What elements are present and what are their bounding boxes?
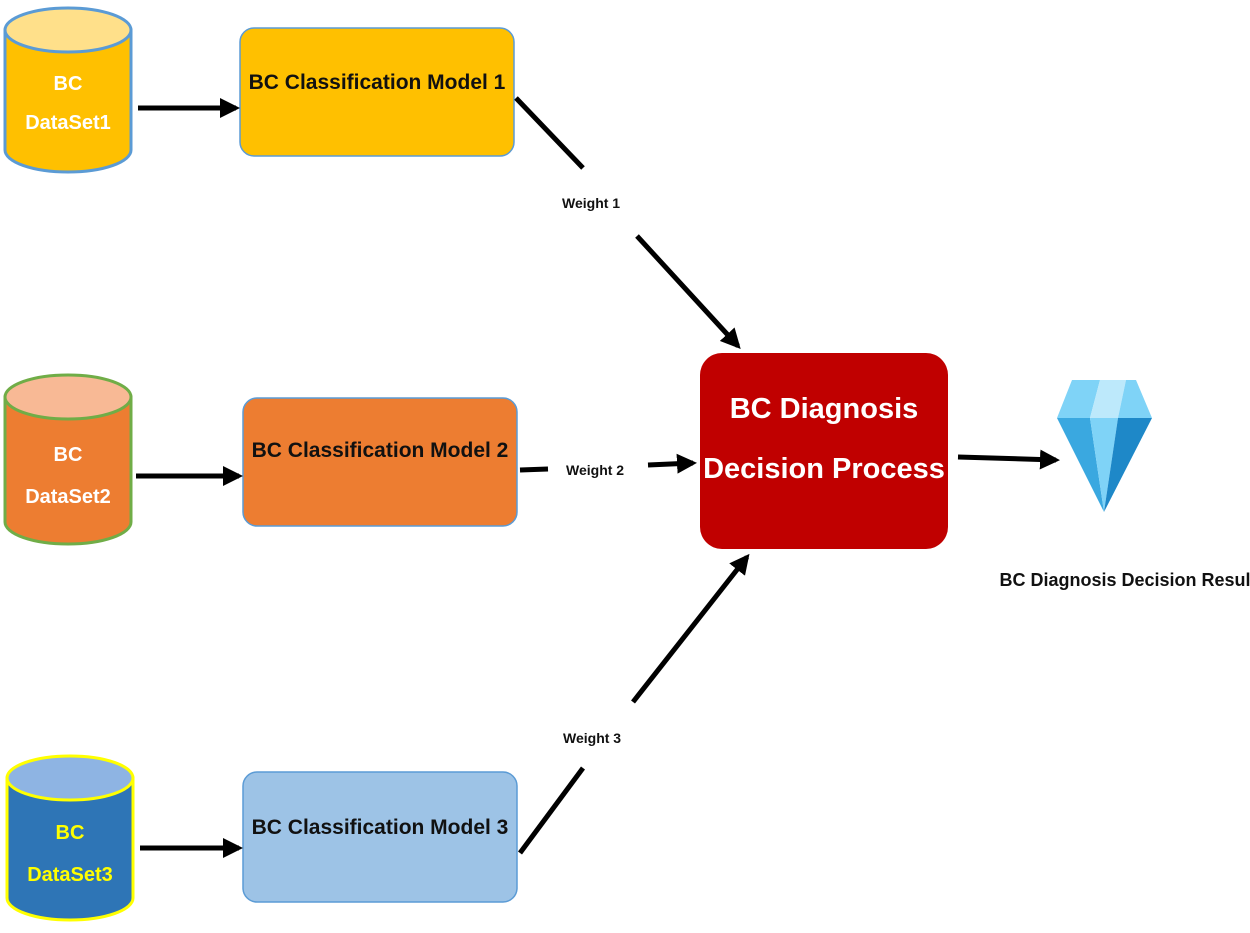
model-3-box: BC Classification Model 3	[242, 771, 518, 903]
arrow-model1-segment	[514, 96, 585, 170]
dataset-3-label-line2: DataSet3	[27, 864, 113, 886]
dataset-2-cylinder: BC DataSet2	[3, 373, 133, 546]
result-label: BC Diagnosis Decision Result	[999, 570, 1250, 590]
model-2-box: BC Classification Model 2	[242, 397, 518, 527]
weight-3-label: Weight 3	[563, 730, 621, 746]
model-1-box: BC Classification Model 1	[239, 27, 515, 157]
model-2-label: BC Classification Model 2	[252, 439, 509, 462]
weight-1-label: Weight 1	[562, 195, 620, 211]
dataset-3-cylinder: BC DataSet3	[5, 754, 135, 922]
decision-label-line1: BC Diagnosis	[730, 393, 919, 425]
dataset-1-label-line1: BC	[54, 73, 83, 95]
arrow-model3-segment	[517, 766, 586, 855]
weight-2-label: Weight 2	[566, 462, 624, 478]
decision-label-line2: Decision Process	[703, 453, 945, 485]
arrow-decision-to-result	[957, 449, 1060, 470]
dataset-2-label-line1: BC	[54, 444, 83, 466]
dataset-3-label-line1: BC	[56, 822, 85, 844]
dataset-1-label-line2: DataSet1	[25, 112, 111, 134]
decision-process-box: BC Diagnosis Decision Process	[700, 353, 948, 549]
arrow-model3-to-decision	[631, 553, 750, 704]
diamond-icon	[1057, 380, 1152, 512]
model-3-label: BC Classification Model 3	[252, 816, 509, 839]
dataset-1-cylinder: BC DataSet1	[3, 6, 133, 174]
arrow-model2-to-decision	[647, 453, 697, 474]
model-1-label: BC Classification Model 1	[249, 71, 506, 94]
arrow-model1-to-decision	[635, 234, 741, 349]
dataset-2-label-line2: DataSet2	[25, 486, 111, 508]
arrow-model2-segment	[519, 466, 549, 473]
